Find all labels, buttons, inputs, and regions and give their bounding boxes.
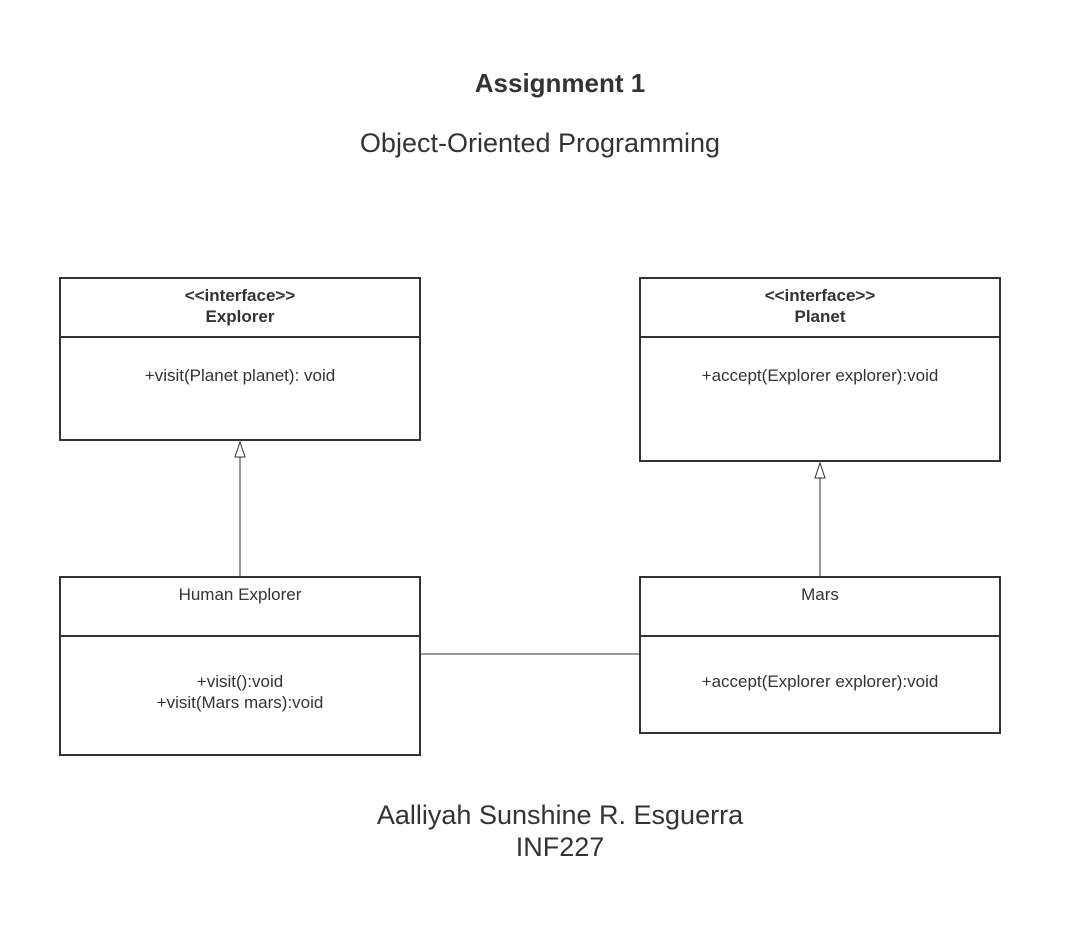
class-members: +visit(Planet planet): void (61, 338, 419, 386)
stereotype-label: <<interface>> (184, 286, 296, 305)
page-subtitle: Object-Oriented Programming (359, 128, 721, 158)
class-header: Human Explorer (61, 578, 419, 637)
class-name: Mars (801, 585, 839, 604)
author-block: Aalliyah Sunshine R. Esguerra INF227 (0, 799, 1085, 863)
course-code: INF227 (515, 832, 605, 862)
method-label: +visit():void (196, 672, 284, 691)
stereotype-label: <<interface>> (764, 286, 876, 305)
class-box-human-explorer[interactable]: Human Explorer +visit():void +visit(Mars… (59, 576, 421, 756)
class-box-mars[interactable]: Mars +accept(Explorer explorer):void (639, 576, 1001, 734)
class-members: +accept(Explorer explorer):void (641, 338, 999, 386)
class-header: <<interface>> Planet (641, 279, 999, 338)
class-members: +visit():void +visit(Mars mars):void (61, 637, 419, 713)
method-label: +visit(Mars mars):void (156, 693, 324, 712)
hollow-arrowhead-icon (814, 461, 826, 479)
class-members: +accept(Explorer explorer):void (641, 637, 999, 692)
author-name: Aalliyah Sunshine R. Esguerra (376, 800, 744, 830)
hollow-arrowhead-icon (234, 440, 246, 458)
class-name: Human Explorer (178, 585, 302, 604)
class-box-explorer[interactable]: <<interface>> Explorer +visit(Planet pla… (59, 277, 421, 441)
method-label: +visit(Planet planet): void (144, 366, 336, 385)
class-box-planet[interactable]: <<interface>> Planet +accept(Explorer ex… (639, 277, 1001, 462)
method-label: +accept(Explorer explorer):void (701, 366, 939, 385)
page-title: Assignment 1 (474, 68, 646, 98)
class-header: Mars (641, 578, 999, 637)
class-header: <<interface>> Explorer (61, 279, 419, 338)
class-name: Planet (794, 307, 846, 326)
method-label: +accept(Explorer explorer):void (701, 672, 939, 691)
class-name: Explorer (205, 307, 275, 326)
